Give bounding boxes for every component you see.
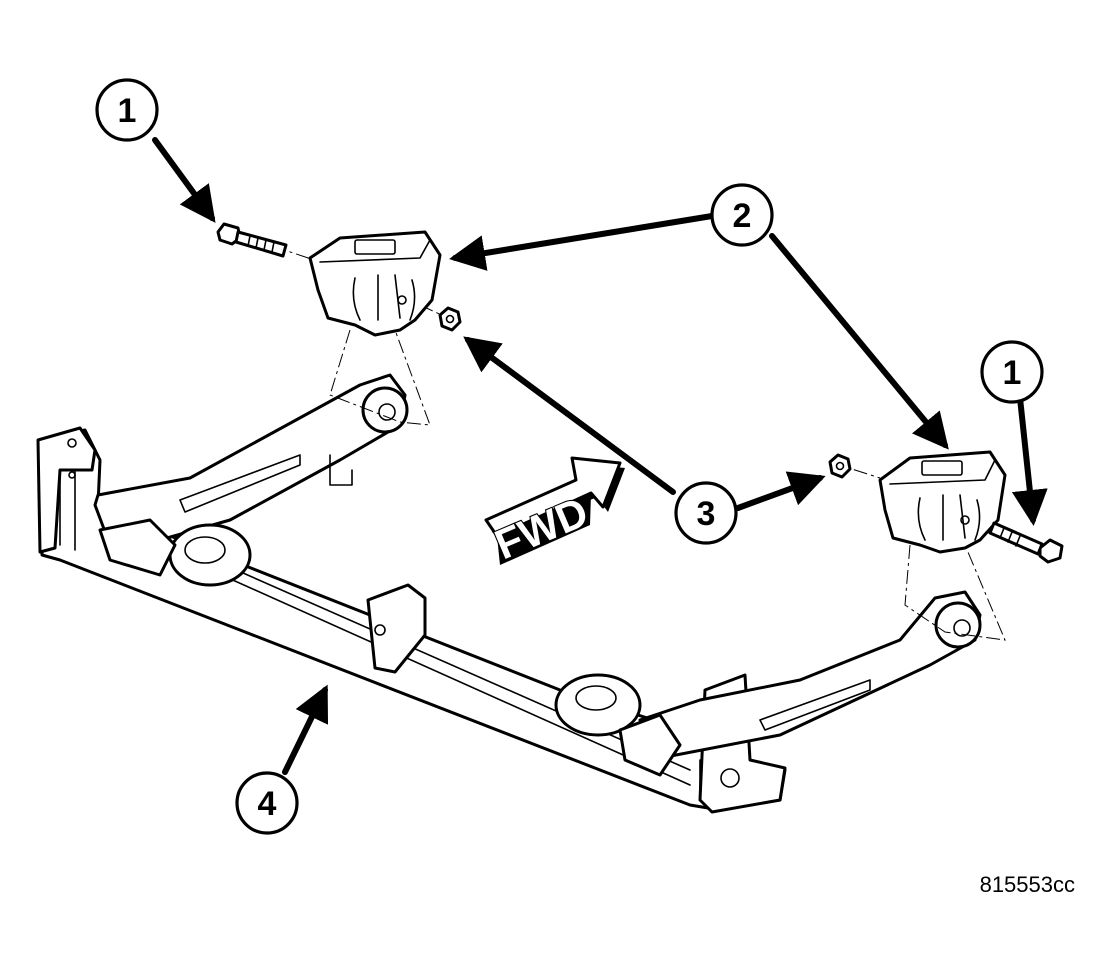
leader-2-right (769, 233, 949, 450)
figure-id: 815553cc (979, 872, 1075, 897)
bolt-left (216, 222, 288, 258)
callout-1-left: 1 (95, 78, 159, 142)
callout-2: 2 (710, 183, 774, 247)
callout-1-right-label: 1 (1003, 354, 1022, 392)
nut-left (438, 306, 462, 332)
engine-mount-left (308, 230, 442, 337)
front-crossmember (36, 373, 982, 814)
leader-lines (152, 137, 1048, 775)
nut-right (828, 453, 852, 479)
callout-1-right: 1 (980, 340, 1044, 404)
callout-3-label: 3 (697, 495, 716, 533)
callout-4-label: 4 (258, 785, 277, 823)
callout-4: 4 (235, 771, 299, 835)
leader-3-right (735, 471, 826, 511)
leader-1-right (1011, 395, 1048, 526)
leader-4 (282, 684, 329, 775)
callout-2-label: 2 (733, 197, 752, 235)
leader-1-left (152, 137, 216, 223)
callout-3: 3 (674, 481, 738, 545)
bolt-right (988, 521, 1064, 564)
callout-1-left-label: 1 (118, 92, 137, 130)
leader-3-left (463, 336, 676, 495)
engine-mount-right (878, 450, 1007, 554)
forward-direction-arrow: FWD (484, 456, 625, 569)
leader-2-left (449, 213, 715, 271)
